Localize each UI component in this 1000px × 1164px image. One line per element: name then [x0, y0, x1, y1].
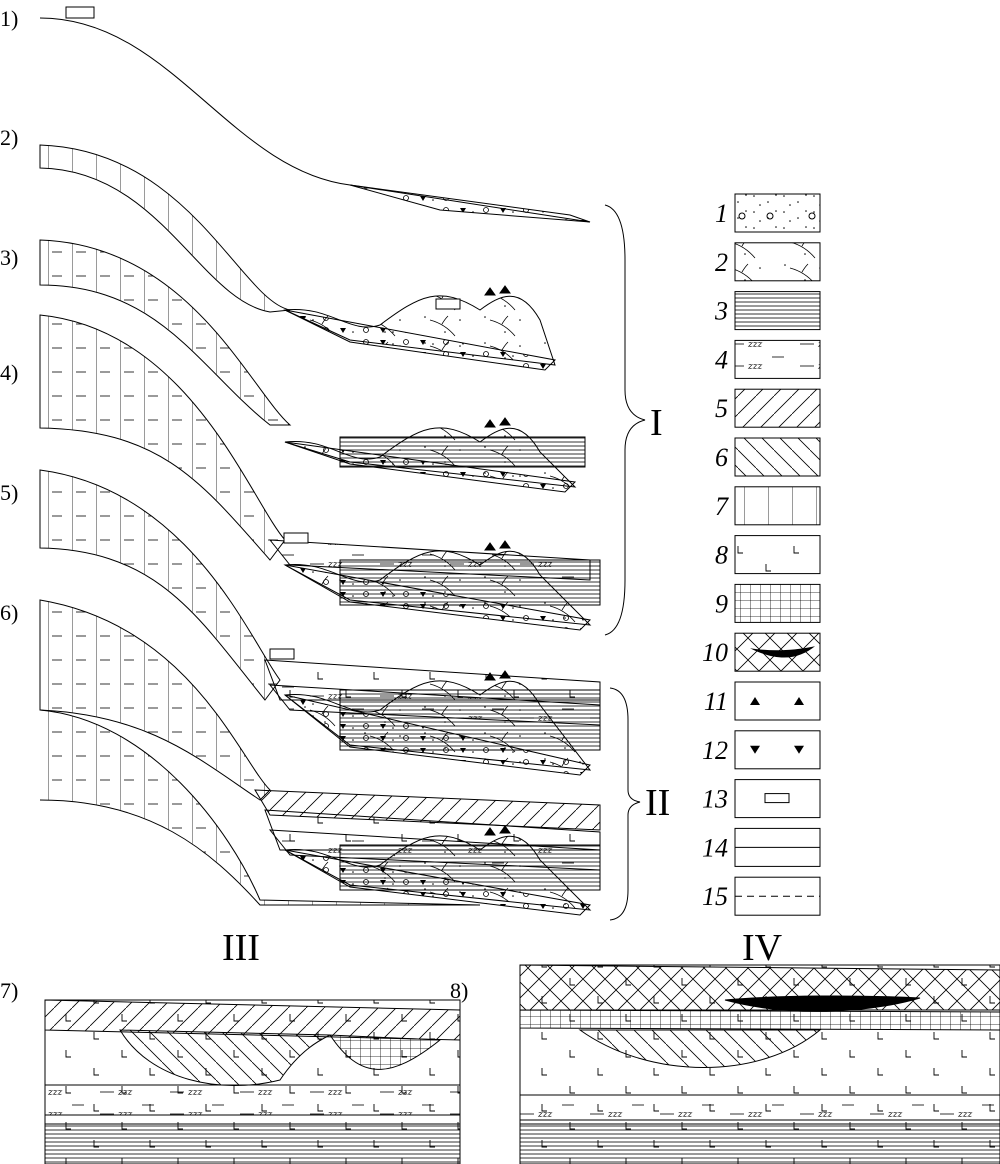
- legend-swatch: [734, 681, 821, 721]
- legend-swatch: [734, 193, 821, 233]
- triangle-markers: [484, 540, 511, 551]
- grid-lens: [329, 1034, 442, 1070]
- clay-layer: [44, 1084, 461, 1116]
- triangle-down-mark: [750, 745, 804, 754]
- profile-label-3: 3): [0, 245, 18, 270]
- profile-label-7: 7): [0, 978, 18, 1003]
- legend-item-9: 9: [715, 583, 821, 623]
- legend-number: 11: [704, 687, 728, 716]
- legend-swatch: [734, 339, 821, 379]
- legend-swatch: [734, 291, 821, 331]
- site-rectangle: [435, 298, 461, 310]
- basalt-layer: [264, 659, 601, 701]
- profile-label-4: 4): [0, 360, 18, 385]
- legend-item-4: 4: [715, 339, 821, 379]
- legend-number: 9: [715, 589, 728, 618]
- legend-item-8: 8: [715, 535, 821, 575]
- stage-label-I: I: [650, 402, 663, 444]
- bedrock-band-3: [39, 239, 292, 426]
- horizontal-layer: [519, 1123, 1000, 1164]
- profile-label-2: 2): [0, 125, 18, 150]
- legend-item-15: 15: [702, 876, 821, 916]
- legend-number: 12: [702, 736, 728, 765]
- horizontal-layer: [44, 1123, 461, 1164]
- legend-number: 15: [702, 882, 728, 911]
- site-rectangle: [283, 532, 309, 544]
- legend-number: 6: [715, 443, 728, 472]
- stage-label-III: III: [222, 927, 260, 969]
- section-IV: [519, 964, 1000, 1164]
- rectangle-mark: [764, 793, 790, 804]
- bedrock-band-6: [39, 599, 271, 801]
- triangle-markers: [484, 285, 511, 296]
- triangle-up-mark: [750, 697, 804, 705]
- legend-item-12: 12: [702, 730, 821, 770]
- triangle-markers: [484, 417, 511, 428]
- grid-layer: [519, 1009, 1000, 1031]
- section-III: [44, 999, 461, 1164]
- sand-channel-layer: [284, 427, 577, 488]
- legend-number: 10: [702, 638, 728, 667]
- lens-mark: [750, 646, 815, 658]
- profile-label-6: 6): [0, 600, 18, 625]
- diagonal-back-lens: [119, 1029, 331, 1086]
- legend-item-1: 1: [715, 193, 821, 233]
- legend-item-11: 11: [704, 681, 821, 721]
- legend-number: 13: [702, 785, 728, 814]
- sand-channel-layer: [283, 295, 556, 366]
- legend-item-2: 2: [715, 242, 821, 282]
- legend-number: 1: [715, 199, 728, 228]
- legend-item-5: 5: [715, 388, 821, 428]
- legend-swatch: [734, 486, 821, 526]
- legend-item-7: 7: [715, 486, 821, 526]
- bedrock-band-7: [39, 709, 481, 906]
- legend-number: 4: [715, 345, 728, 374]
- brace-I: [604, 204, 646, 636]
- legend-item-10: 10: [702, 632, 821, 672]
- legend-swatch: [734, 242, 821, 282]
- stage-label-II: II: [645, 782, 670, 824]
- legend-swatch: [734, 730, 821, 770]
- legend-swatch: [734, 388, 821, 428]
- legend-swatch: [734, 583, 821, 623]
- legend-item-3: 3: [714, 291, 821, 331]
- site-rectangle: [269, 648, 295, 660]
- profile-label-1: 1): [0, 6, 18, 31]
- clay-layer: [268, 539, 591, 581]
- site-rectangle: [65, 6, 95, 19]
- diagonal-layer: [254, 789, 601, 831]
- legend-item-13: 13: [702, 779, 821, 819]
- legend-item-6: 6: [715, 437, 821, 477]
- profile-label-8: 8): [450, 978, 468, 1003]
- legend-item-14: 14: [702, 827, 821, 867]
- gravel-mark: [808, 212, 816, 220]
- diagonal-layer: [44, 999, 461, 1041]
- legend-number: 2: [715, 248, 728, 277]
- legend-number: 3: [714, 297, 728, 326]
- diagonal-back-lens: [578, 1029, 822, 1068]
- black-lens: [724, 995, 921, 1012]
- stage-label-IV: IV: [742, 927, 783, 969]
- brace-II: [609, 687, 641, 921]
- clay-layer: [519, 1094, 1000, 1121]
- legend-swatch: [734, 535, 821, 575]
- legend-number: 7: [715, 492, 729, 521]
- bedrock-band-2: [39, 144, 291, 313]
- legend-swatch: [734, 437, 821, 477]
- profile-label-5: 5): [0, 480, 18, 505]
- legend-number: 14: [702, 833, 728, 862]
- profile-1-surface: [39, 17, 591, 223]
- gravel-layer: [349, 184, 591, 223]
- legend-number: 8: [715, 541, 728, 570]
- gravel-mark: [766, 212, 774, 220]
- gravel-mark: [738, 212, 746, 220]
- legend-number: 5: [715, 394, 728, 423]
